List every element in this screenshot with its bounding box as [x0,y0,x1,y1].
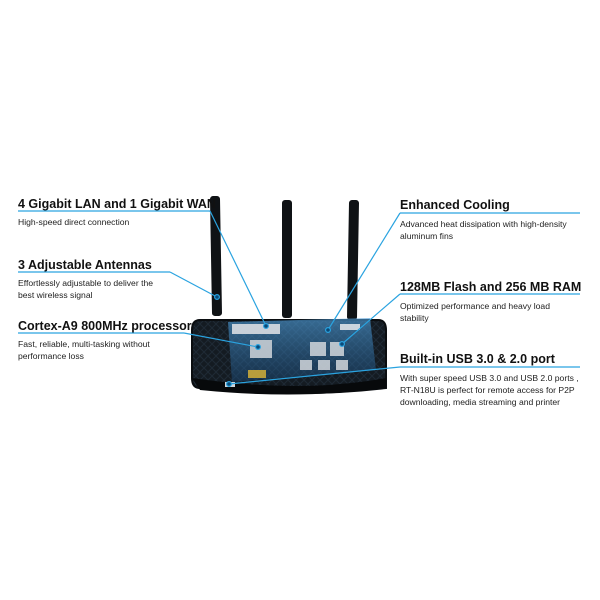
antenna-middle [282,200,292,318]
feature-description: Advanced heat dissipation with high-dens… [400,219,567,241]
feature-antennas: 3 Adjustable Antennas Effortlessly adjus… [18,258,168,301]
feature-lan-wan: 4 Gigabit LAN and 1 Gigabit WAN High-spe… [18,197,216,228]
feature-title: Cortex-A9 800MHz processor [18,319,192,333]
feature-description: Effortlessly adjustable to deliver the b… [18,278,154,300]
callout-lines [18,210,580,388]
feature-title: 3 Adjustable Antennas [18,258,152,272]
feature-description: Fast, reliable, multi-tasking without pe… [18,339,150,361]
feature-usb: Built-in USB 3.0 & 2.0 port With super s… [400,352,585,408]
antenna-right [347,199,359,321]
feature-title: 128MB Flash and 256 MB RAM [400,280,582,294]
feature-processor: Cortex-A9 800MHz processor Fast, reliabl… [18,319,192,362]
feature-cooling: Enhanced Cooling Advanced heat dissipati… [400,198,575,242]
feature-title: Built-in USB 3.0 & 2.0 port [400,352,555,366]
feature-description: With super speed USB 3.0 and USB 2.0 por… [400,373,579,407]
feature-description: Optimized performance and heavy load sta… [400,301,550,323]
antenna-left [210,195,222,317]
feature-memory: 128MB Flash and 256 MB RAM Optimized per… [400,280,582,324]
feature-title: 4 Gigabit LAN and 1 Gigabit WAN [18,197,216,211]
feature-title: Enhanced Cooling [400,198,510,212]
feature-description: High-speed direct connection [18,217,130,227]
